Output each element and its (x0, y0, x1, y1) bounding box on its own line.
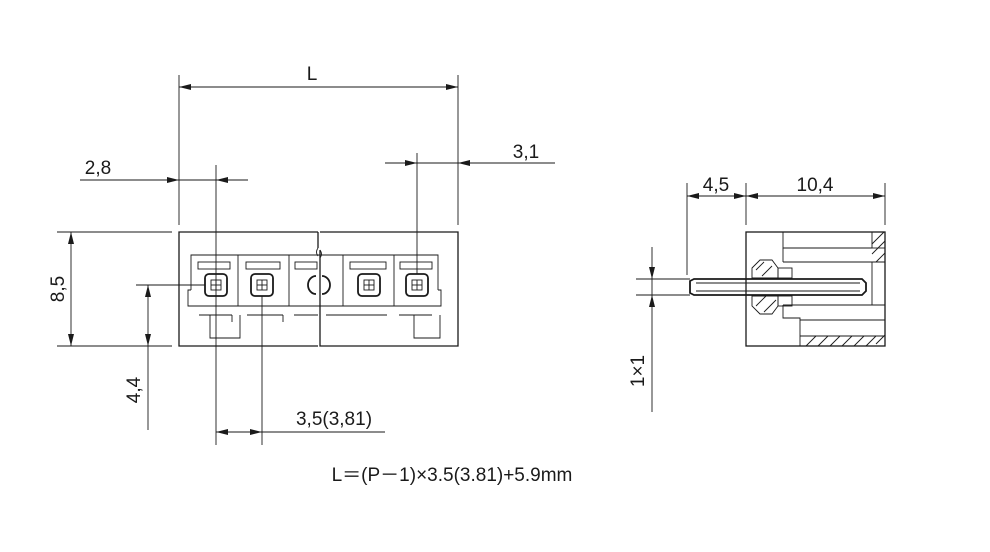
side-view-body (745, 231, 886, 347)
dim-pitch-label: 3,5(3,81) (296, 409, 372, 430)
dimension-left-offset: 2,8 (80, 158, 248, 445)
dimension-pitch: 3,5(3,81) (216, 296, 385, 445)
dimension-length: L (178, 64, 459, 225)
pin-5 (405, 273, 429, 297)
dim-length-label: L (307, 64, 318, 85)
side-view: 4,5 10,4 1×1 (628, 175, 886, 412)
pin-2 (250, 273, 274, 297)
dimension-pin-section: 1×1 (628, 247, 690, 412)
dim-pin-height-label: 4,4 (124, 376, 145, 403)
dim-height-label: 8,5 (48, 276, 69, 302)
side-view-pin (689, 278, 867, 296)
dimension-pin-height: 4,4 (124, 284, 205, 430)
dimension-height: 8,5 (48, 231, 172, 347)
dim-pin-extension-label: 4,5 (703, 175, 729, 196)
pin-3-partial (307, 275, 331, 295)
dim-body-depth-label: 10,4 (797, 175, 834, 196)
dimension-right-offset: 3,1 (385, 142, 555, 274)
dim-right-offset-label: 3,1 (513, 142, 539, 163)
dimension-body-depth: 10,4 (746, 175, 886, 225)
dim-left-offset-label: 2,8 (85, 158, 111, 179)
pin-4 (357, 273, 381, 297)
dimension-pin-extension: 4,5 (686, 175, 747, 275)
front-view-body (178, 231, 459, 347)
dim-pin-section-label: 1×1 (628, 355, 649, 387)
side-view-clamp (751, 259, 793, 315)
length-formula: L＝(P－1)×3.5(3.81)+5.9mm (332, 465, 573, 486)
front-view: L 2,8 3,1 8,5 (48, 64, 555, 445)
